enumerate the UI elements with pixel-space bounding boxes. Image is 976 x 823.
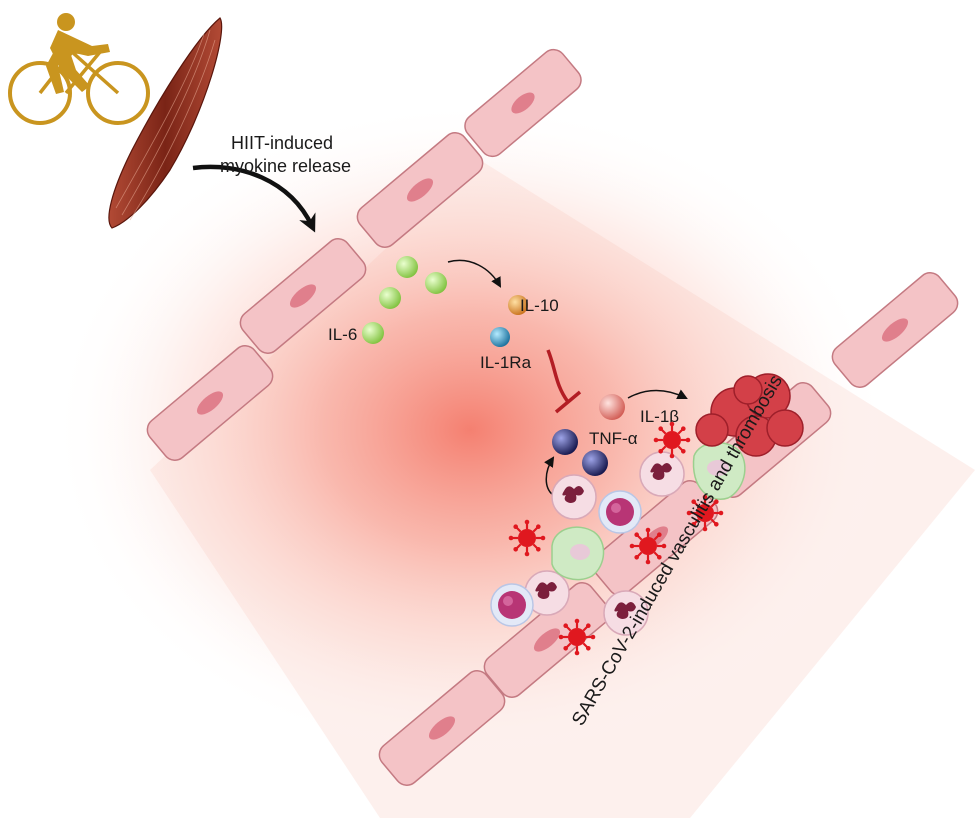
- endothelial-cell: [464, 48, 582, 158]
- lymphocyte: [598, 490, 642, 534]
- arrow-icon: [192, 164, 316, 233]
- macrophage: [551, 526, 605, 581]
- virus-icon: [652, 420, 692, 460]
- virus-icon: [557, 617, 597, 657]
- immune-cells: [490, 442, 746, 636]
- lymphocyte: [490, 583, 534, 627]
- il10-label: IL-10: [520, 296, 559, 315]
- vessel-wall-upper: [146, 48, 582, 461]
- muscle-icon: [108, 17, 223, 229]
- endothelial-cell: [146, 345, 274, 461]
- tnfa-molecule: [552, 429, 578, 455]
- endothelial-cell: [483, 582, 611, 698]
- cyclist-icon: [8, 13, 150, 125]
- endothelial-cell: [378, 670, 506, 786]
- il6-label: IL-6: [328, 325, 357, 344]
- il1b-label: IL-1β: [640, 407, 679, 426]
- il10-molecule: [508, 295, 528, 315]
- lumen-glow: [50, 100, 975, 818]
- il1ra-molecule: [490, 327, 510, 347]
- il6-molecules: [362, 256, 447, 344]
- neutrophil: [551, 474, 597, 520]
- macrophage: [692, 442, 746, 500]
- myokine-label-line2: myokine release: [220, 156, 351, 176]
- myokine-label-line1: HIIT-induced: [231, 133, 333, 153]
- virus-icon: [507, 518, 547, 558]
- tnfa-label: TNF-α: [589, 429, 638, 448]
- tnfa-arrow: [544, 456, 555, 496]
- endothelial-cell: [239, 238, 367, 354]
- endothelial-cell: [356, 132, 484, 248]
- conversion-arrow: [447, 259, 502, 288]
- il1ra-label: IL-1Ra: [480, 353, 532, 372]
- inhibition-icon: [546, 349, 582, 414]
- neutrophil: [639, 451, 685, 497]
- endothelial-cell: [831, 272, 959, 388]
- il1b-arrow: [627, 389, 688, 399]
- il1b-molecule: [599, 394, 625, 420]
- tnfa-molecule: [582, 450, 608, 476]
- thrombus: [695, 373, 804, 457]
